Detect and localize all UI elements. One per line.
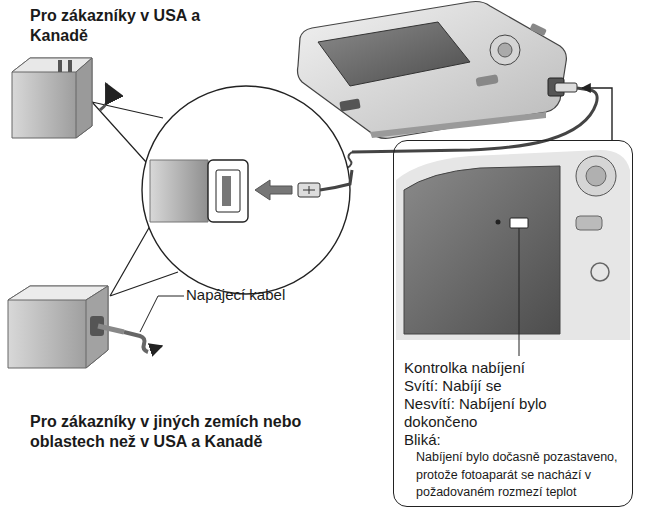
callout-box: Kontrolka nabíjeníSvítí: Nabíjí seNesvít… [393,140,633,507]
part-label: Napájecí kabel [186,286,346,304]
indicator-name: Kontrolka nabíjení [404,359,624,377]
status-text: Svítí: Nabíjí se [404,377,624,395]
status-text: Nabíjení bylo dočasně pozastaveno, proto… [404,449,624,502]
camera-detail [396,150,630,340]
status-text: Nesvítí: Nabíjení bylo dokončeno [404,395,624,431]
ac-adapter-us [12,58,109,138]
ac-adapter [8,286,162,368]
region-heading: Pro zákazníky v jiných zemích nebo oblas… [30,412,360,452]
camera [298,2,578,139]
region-heading: Pro zákazníky v USA a Kanadě [30,6,230,46]
status-text: Bliká: [404,431,624,449]
